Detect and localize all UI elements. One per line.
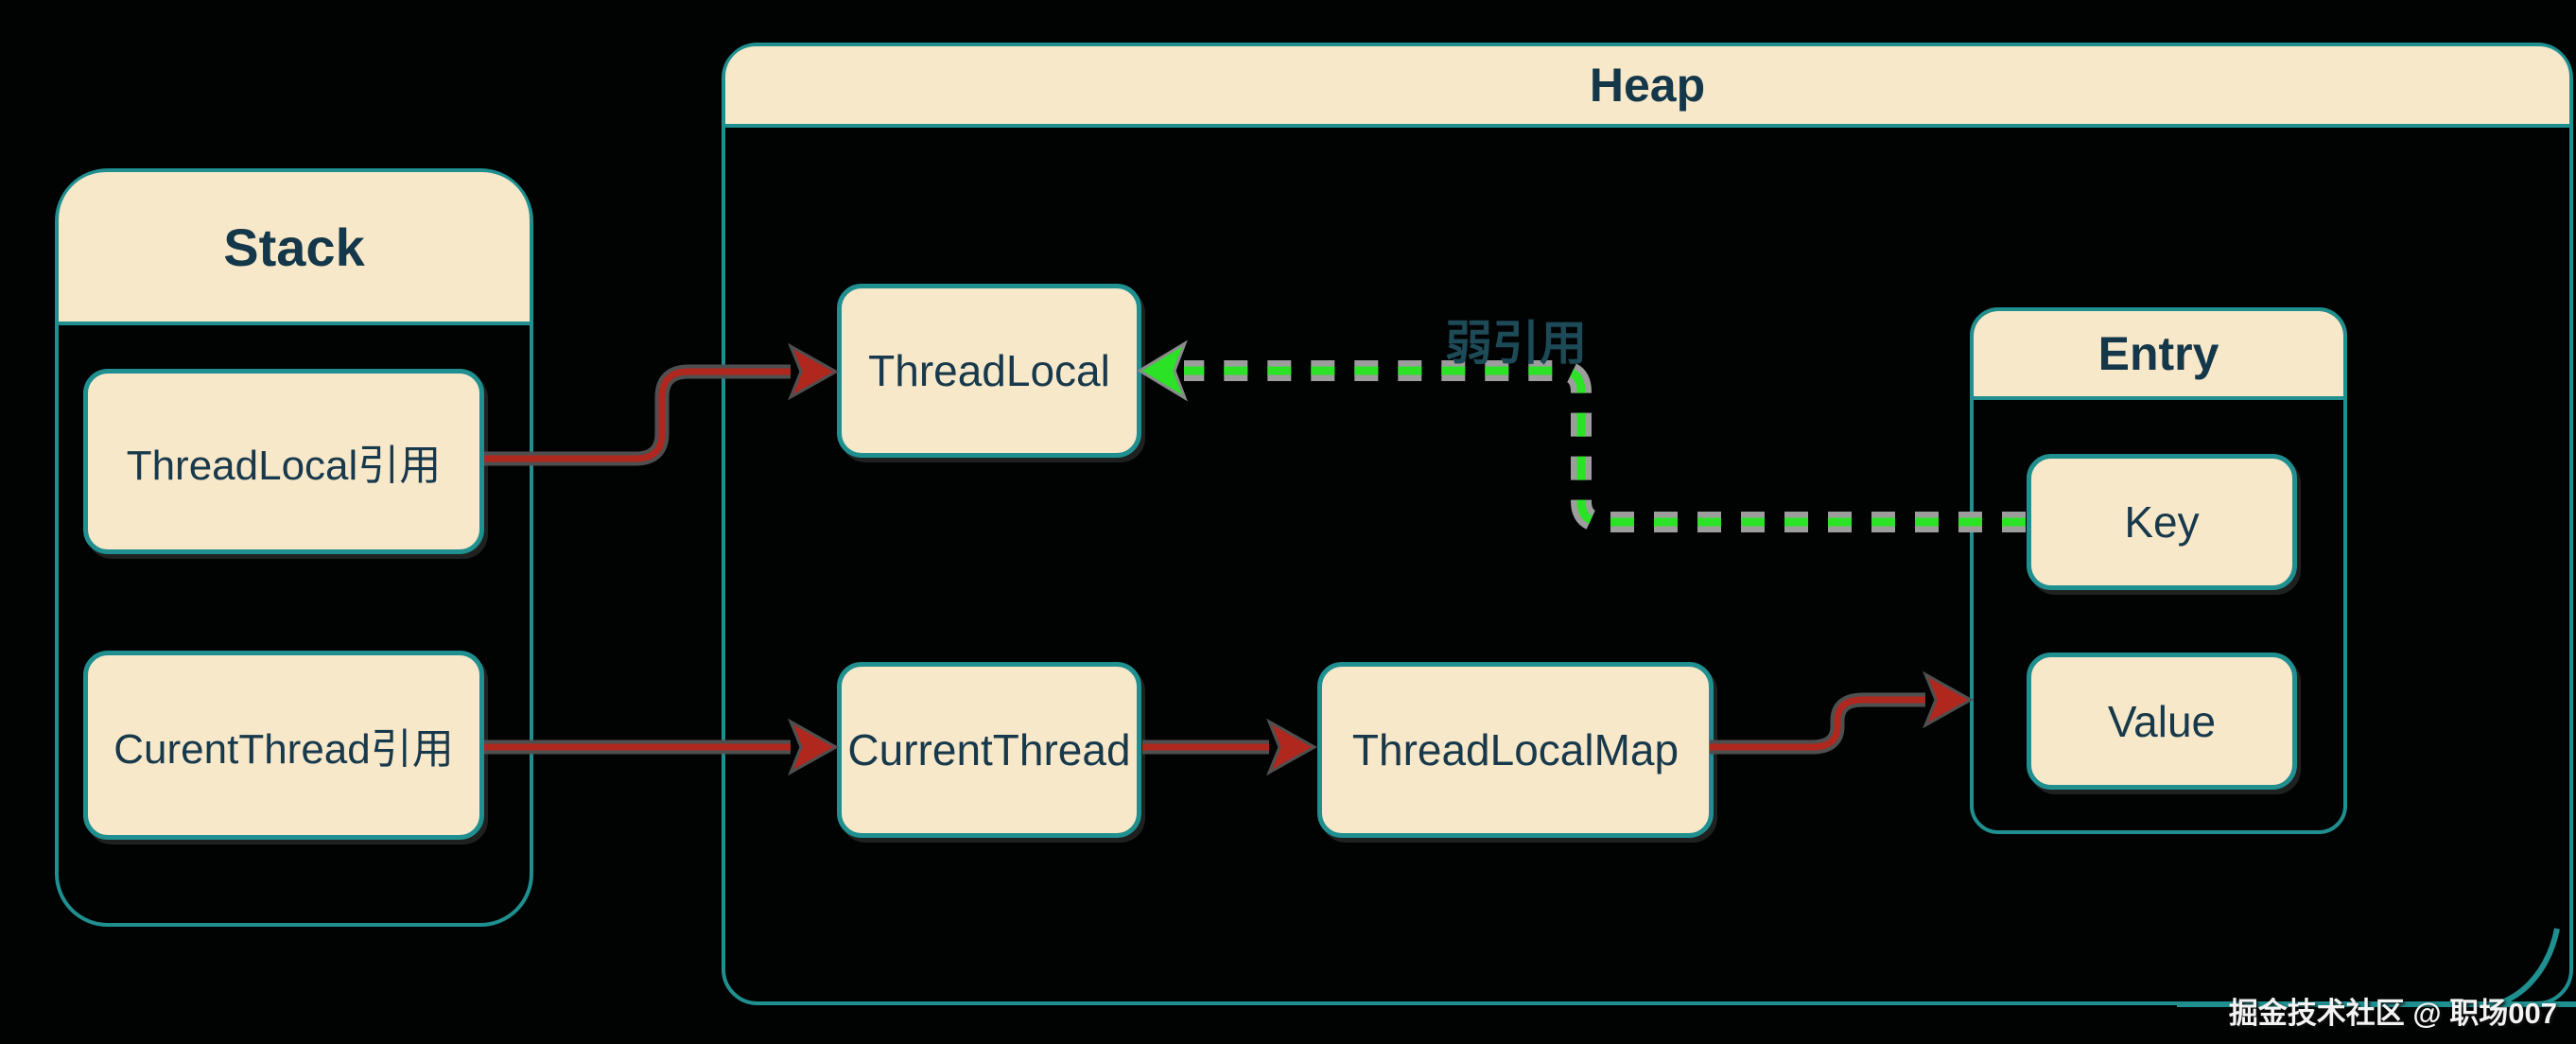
arrow-threadlocalmap-to-entry — [1710, 670, 1975, 755]
heap-container: Heap ThreadLocal CurrentThread ThreadLoc… — [722, 43, 2573, 1005]
threadlocal-ref-node: ThreadLocal引用 — [83, 369, 484, 554]
red-arrowhead-icon — [1922, 670, 1975, 729]
red-arrowhead-icon — [1265, 718, 1318, 776]
entry-container: Entry Key Value — [1970, 307, 2347, 834]
watermark-text: 掘金技术社区 @ 职场007 — [2228, 997, 2557, 1030]
threadlocalmap-node: ThreadLocalMap — [1317, 662, 1714, 838]
entry-key-node: Key — [2027, 454, 2297, 590]
arrow-currentthread-ref-to-currentthread — [484, 718, 840, 776]
watermark-swoosh — [2177, 928, 2576, 1007]
green-arrowhead-icon — [1137, 339, 1188, 402]
currentthread-label: CurrentThread — [847, 725, 1131, 774]
weak-reference-text: 弱引用 — [1445, 317, 1587, 370]
heap-header: Heap — [725, 46, 2569, 128]
entry-value-node: Value — [2027, 652, 2297, 790]
currentthread-ref-node: CurentThread引用 — [83, 651, 484, 840]
arrow-currentthread-to-threadlocalmap — [1142, 718, 1318, 776]
watermark: 掘金技术社区 @ 职场007 — [2229, 989, 2557, 1032]
red-arrowhead-icon — [787, 718, 840, 776]
red-arrowhead-icon — [787, 342, 840, 401]
entry-key-label: Key — [2124, 497, 2200, 547]
entry-header: Entry — [1974, 311, 2343, 400]
entry-value-label: Value — [2107, 696, 2217, 746]
stack-title: Stack — [223, 217, 365, 277]
currentthread-ref-label: CurentThread引用 — [113, 726, 454, 773]
stack-header: Stack — [59, 172, 530, 325]
threadlocal-label: ThreadLocal — [868, 346, 1110, 395]
weak-reference-label: 弱引用 — [1445, 305, 1587, 374]
threadlocal-node: ThreadLocal — [837, 284, 1141, 458]
arrow-threadlocal-ref-to-threadlocal — [484, 342, 840, 466]
currentthread-node: CurrentThread — [837, 662, 1141, 838]
threadlocalmap-label: ThreadLocalMap — [1351, 725, 1680, 774]
stack-container: Stack ThreadLocal引用 CurentThread引用 — [55, 168, 533, 927]
weak-reference-arrow — [1137, 339, 2026, 532]
heap-title: Heap — [1589, 59, 1706, 112]
entry-title: Entry — [2097, 327, 2219, 380]
threadlocal-ref-label: ThreadLocal引用 — [126, 443, 442, 489]
